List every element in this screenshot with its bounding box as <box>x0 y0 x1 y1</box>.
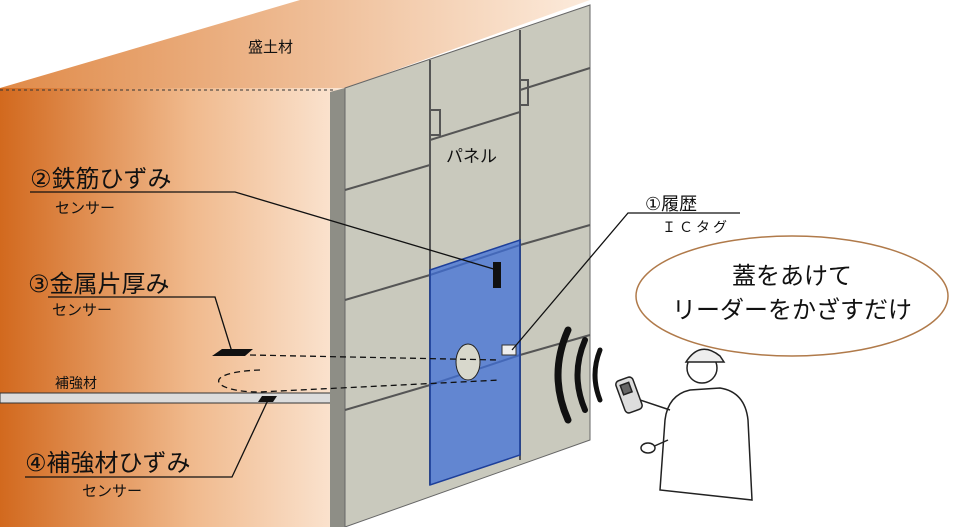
history-title: ①履歴 <box>645 194 697 215</box>
rebar-strain-sub: センサー <box>55 199 115 217</box>
wall-side-face <box>330 88 345 527</box>
metal-thickness-sub: センサー <box>52 301 112 319</box>
worker-with-reader-icon <box>615 348 753 501</box>
rebar-strain-title: ②鉄筋ひずみ <box>30 165 172 193</box>
metal-thickness-title: ③金属片厚み <box>28 270 170 298</box>
metal-thickness-sensor <box>212 349 253 356</box>
reinforcement-label: 補強材 <box>55 376 97 392</box>
soil-label: 盛土材 <box>248 38 293 56</box>
callout-line-2: リーダーをかざすだけ <box>672 296 912 324</box>
reinforcement-strain-title: ④補強材ひずみ <box>25 449 191 477</box>
callout-line-1: 蓋をあけて <box>732 262 852 290</box>
history-sub: ＩＣタグ <box>662 220 730 236</box>
soil-top-face <box>0 0 590 90</box>
radio-waves-icon <box>554 326 603 424</box>
reinforcement-strain-sub: センサー <box>82 482 142 500</box>
rebar-strain-sensor <box>493 262 501 288</box>
reinforcement-strain-sensor <box>258 396 277 402</box>
ic-tag <box>501 344 517 356</box>
soil-front-face <box>0 88 345 527</box>
lid-opening <box>455 343 481 381</box>
panel-label: パネル <box>446 147 497 167</box>
leader-lines <box>25 191 740 478</box>
reinforcement-strip <box>0 392 346 404</box>
callout-ellipse <box>635 235 949 357</box>
